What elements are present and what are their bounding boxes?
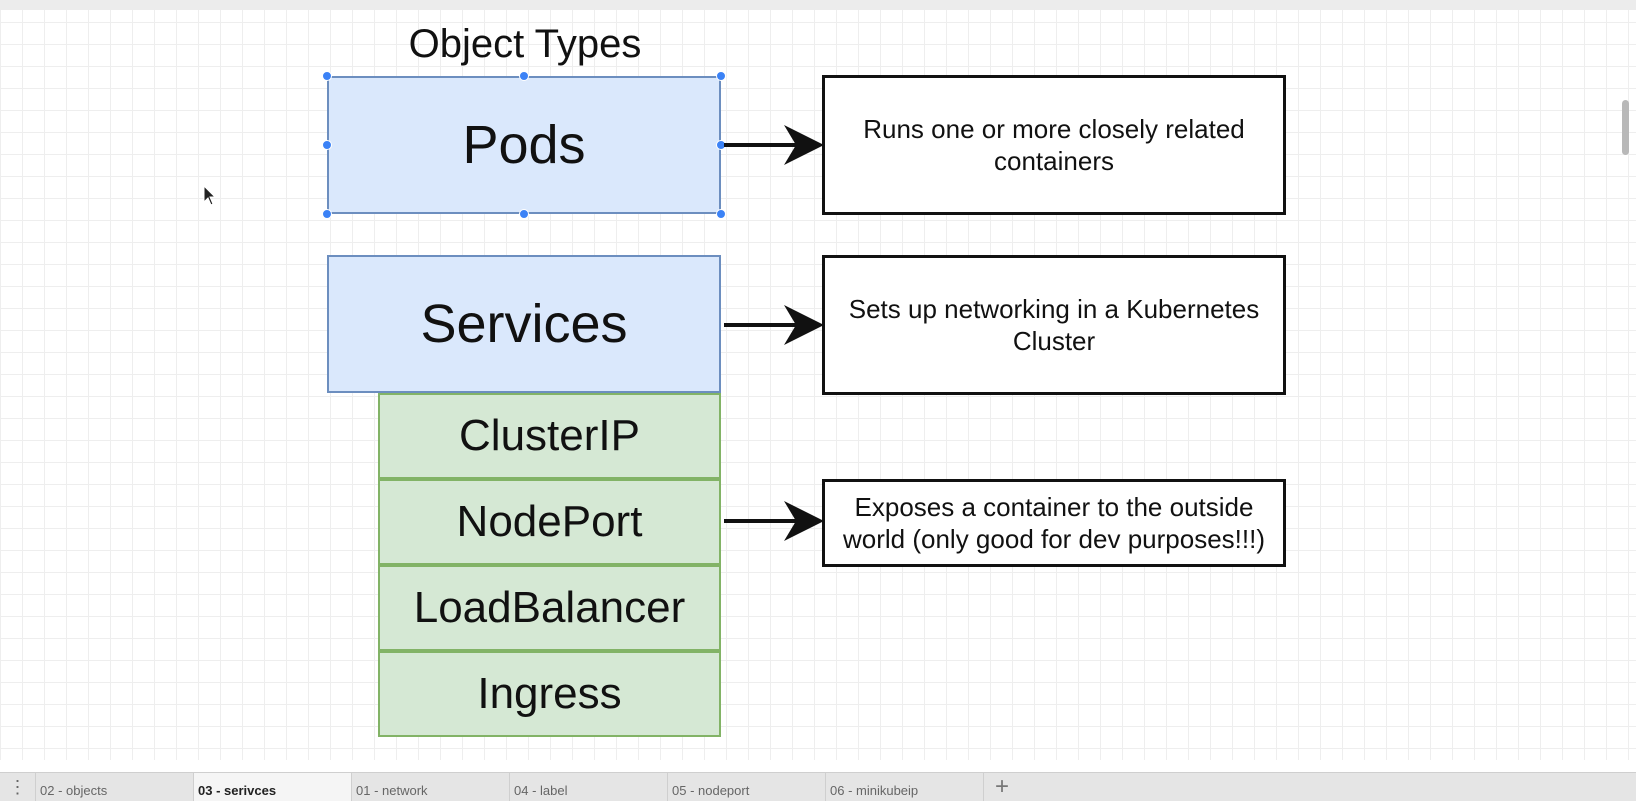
clusterip-box[interactable]: ClusterIP — [378, 393, 721, 479]
connector-layer — [724, 125, 824, 541]
tab-06-minikubeip[interactable]: 06 - minikubeip — [826, 773, 984, 801]
loadbalancer-box[interactable]: LoadBalancer — [378, 565, 721, 651]
nodeport-box[interactable]: NodePort — [378, 479, 721, 565]
services-description-box[interactable]: Sets up networking in a Kubernetes Clust… — [822, 255, 1286, 395]
services-box[interactable]: Services — [327, 255, 721, 393]
selection-handle[interactable] — [519, 209, 529, 219]
selection-handle[interactable] — [716, 209, 726, 219]
selection-handle[interactable] — [322, 140, 332, 150]
plus-icon[interactable]: + — [994, 773, 1009, 800]
diagram-title[interactable]: Object Types — [408, 22, 642, 66]
vertical-dots-icon[interactable]: ⋮ — [0, 773, 36, 801]
tab-04-label[interactable]: 04 - label — [510, 773, 668, 801]
pods-description-box[interactable]: Runs one or more closely related contain… — [822, 75, 1286, 215]
nodeport-description-box[interactable]: Exposes a container to the outside world… — [822, 479, 1286, 567]
tab-01-network[interactable]: 01 - network — [352, 773, 510, 801]
tab-05-nodeport[interactable]: 05 - nodeport — [668, 773, 826, 801]
selection-handle[interactable] — [322, 209, 332, 219]
page-tab-bar: ⋮ 02 - objects 03 - serivces 01 - networ… — [0, 772, 1636, 801]
selection-handle[interactable] — [716, 71, 726, 81]
selection-handle[interactable] — [519, 71, 529, 81]
ingress-box[interactable]: Ingress — [378, 651, 721, 737]
tab-02-objects[interactable]: 02 - objects — [36, 773, 194, 801]
diagram-canvas[interactable]: Object Types Pods Services ClusterIP Nod… — [0, 10, 1636, 760]
mouse-pointer-icon — [203, 185, 217, 206]
pods-box[interactable]: Pods — [327, 76, 721, 214]
selection-handle[interactable] — [322, 71, 332, 81]
vertical-scrollbar[interactable] — [1622, 100, 1629, 155]
tab-03-serivces[interactable]: 03 - serivces — [194, 773, 352, 801]
